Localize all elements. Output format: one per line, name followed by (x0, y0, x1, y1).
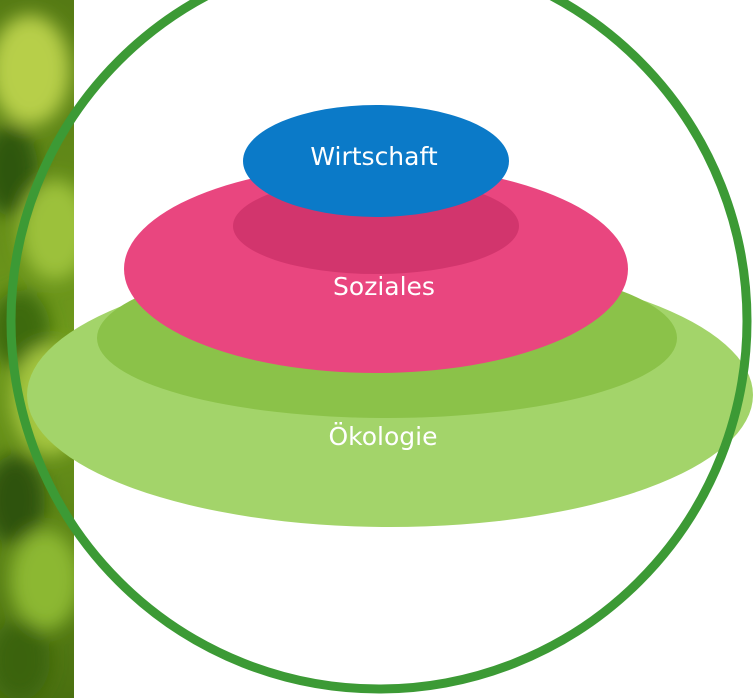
green-frame-ring (6, 0, 752, 694)
wirtschaft-label: Wirtschaft (310, 142, 437, 171)
oekologie-label: Ökologie (329, 422, 438, 451)
layer-wirtschaft: Wirtschaft (243, 105, 509, 217)
soziales-label: Soziales (333, 272, 435, 301)
wirtschaft-ellipse (243, 105, 509, 217)
